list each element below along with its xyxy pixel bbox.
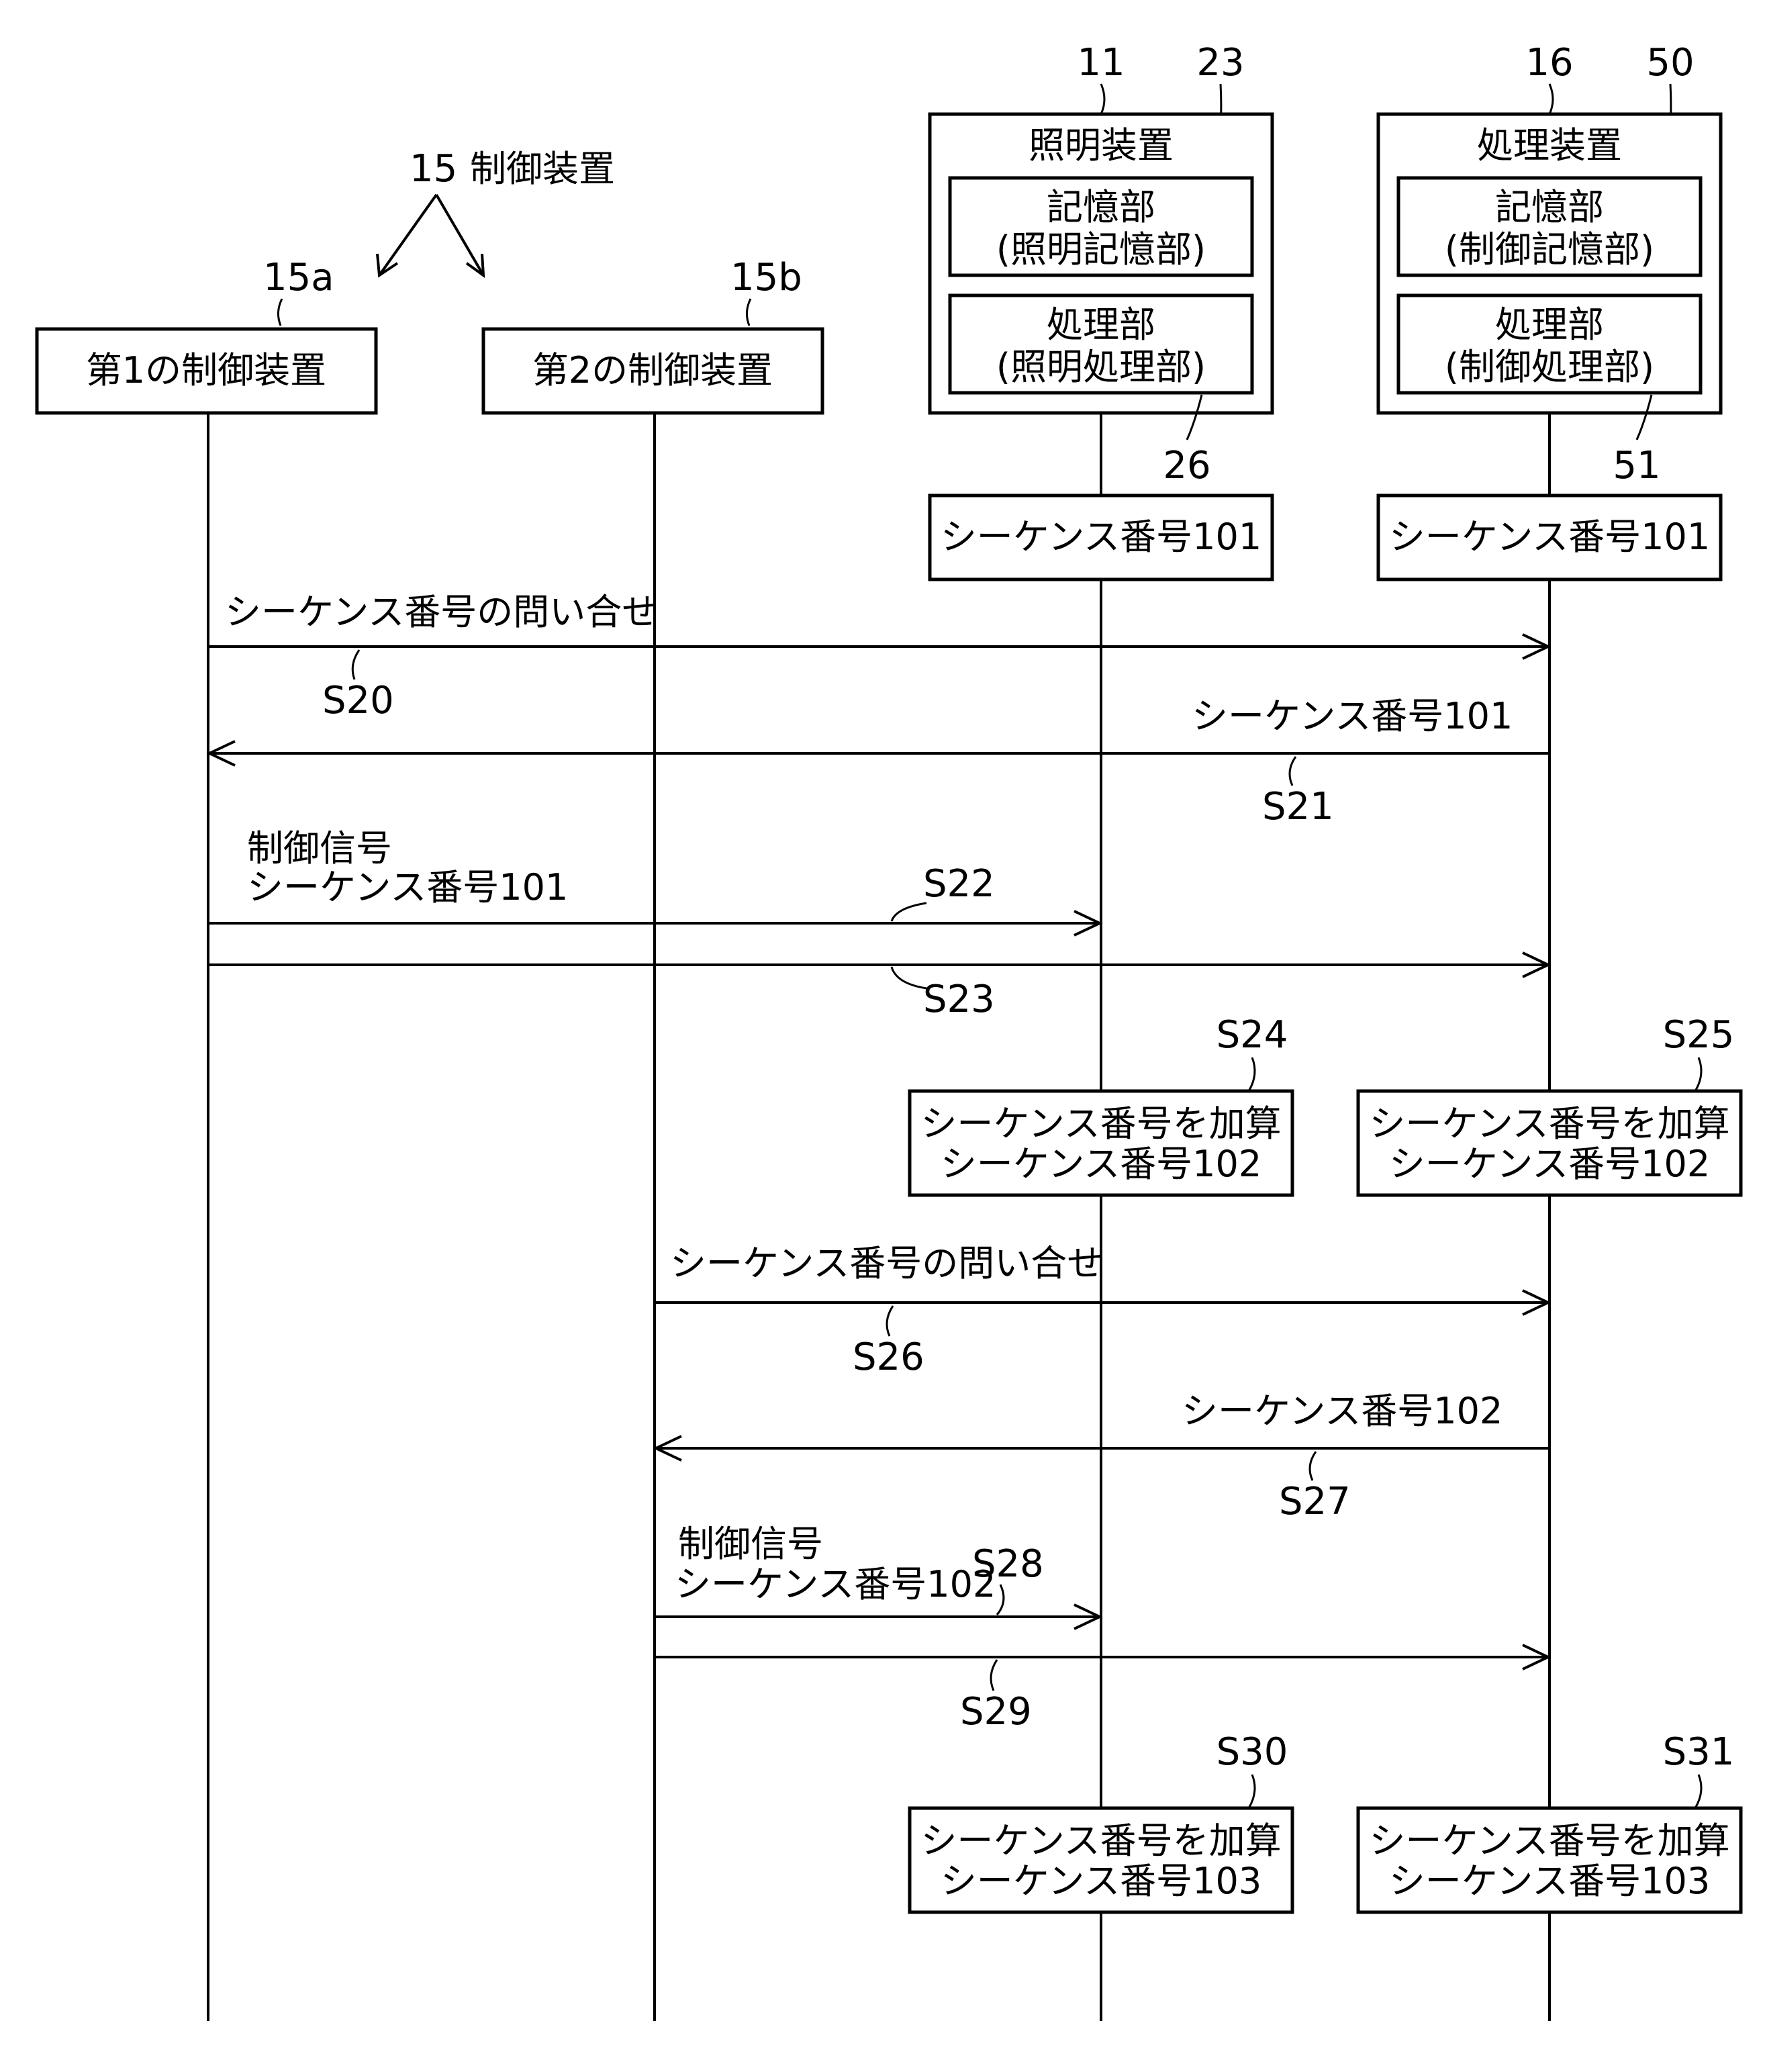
state-update-s25-line2: シーケンス番号102 bbox=[1389, 1143, 1710, 1185]
processing-processor-line1: 処理部 bbox=[1495, 303, 1604, 346]
state-update-s25-line1: シーケンス番号を加算 bbox=[1369, 1102, 1729, 1145]
processing-processor-line2: (制御処理部) bbox=[1445, 346, 1654, 388]
state-update-s31-line1: シーケンス番号を加算 bbox=[1369, 1820, 1729, 1862]
lighting-device-label: 照明装置 bbox=[1029, 124, 1174, 167]
processing-device-ref: 16 bbox=[1525, 41, 1573, 85]
message-s20-label: シーケンス番号の問い合せ bbox=[225, 591, 658, 633]
message-s28-step: S28 bbox=[972, 1542, 1044, 1586]
processing-device-label: 処理装置 bbox=[1477, 124, 1622, 167]
message-s22-s23: 制御信号 シーケンス番号101 S22 S23 bbox=[208, 827, 1548, 1021]
group-split-arrow bbox=[377, 195, 483, 275]
processing-storage-ref: 50 bbox=[1646, 41, 1694, 85]
initial-state-lighting: シーケンス番号101 bbox=[930, 496, 1272, 579]
message-s26-step: S26 bbox=[853, 1335, 924, 1379]
first-controller-label: 第1の制御装置 bbox=[86, 349, 326, 391]
message-s22-s23-line1: 制御信号 bbox=[247, 827, 392, 869]
message-s21-label: シーケンス番号101 bbox=[1192, 695, 1513, 737]
initial-state-processing: シーケンス番号101 bbox=[1378, 496, 1721, 579]
message-s22-s23-line2: シーケンス番号101 bbox=[247, 866, 568, 908]
second-controller-ref: 15b bbox=[730, 256, 802, 299]
message-s21-step: S21 bbox=[1262, 785, 1334, 829]
lighting-device-ref: 11 bbox=[1077, 41, 1125, 85]
message-s26-label: シーケンス番号の問い合せ bbox=[670, 1242, 1103, 1284]
state-update-s30-step: S30 bbox=[1217, 1730, 1288, 1774]
state-update-s25-step: S25 bbox=[1663, 1013, 1735, 1057]
controller-group-number: 15 bbox=[410, 147, 457, 191]
processing-processor-ref: 51 bbox=[1613, 444, 1660, 487]
second-controller-label: 第2の制御装置 bbox=[532, 349, 773, 391]
lighting-processor-ref: 26 bbox=[1163, 444, 1210, 487]
state-update-s24-step: S24 bbox=[1217, 1013, 1288, 1057]
first-controller-ref: 15a bbox=[263, 256, 334, 299]
controller-group-name: 制御装置 bbox=[470, 148, 615, 190]
lifelines bbox=[208, 413, 1549, 2021]
processing-storage-line2: (制御記憶部) bbox=[1445, 228, 1654, 271]
state-update-s30-line1: シーケンス番号を加算 bbox=[920, 1820, 1281, 1862]
second-controller: 15b 第2の制御装置 bbox=[483, 256, 822, 413]
first-controller: 15a 第1の制御装置 bbox=[37, 256, 376, 413]
message-s21: シーケンス番号101 S21 bbox=[209, 695, 1549, 829]
state-update-s31-line2: シーケンス番号103 bbox=[1389, 1860, 1710, 1902]
message-s23-step: S23 bbox=[923, 978, 995, 1021]
message-s27-step: S27 bbox=[1279, 1480, 1351, 1523]
state-update-s31-step: S31 bbox=[1663, 1730, 1735, 1774]
lighting-processor-line2: (照明処理部) bbox=[996, 346, 1206, 388]
lighting-storage-ref: 23 bbox=[1196, 41, 1244, 85]
message-s20-step: S20 bbox=[322, 679, 394, 722]
state-update-s24-line2: シーケンス番号102 bbox=[941, 1143, 1261, 1185]
processing-storage-line1: 記憶部 bbox=[1495, 186, 1604, 228]
lighting-processor-line1: 処理部 bbox=[1047, 303, 1155, 346]
state-update-s24-line1: シーケンス番号を加算 bbox=[920, 1102, 1281, 1145]
state-update-s30-line2: シーケンス番号103 bbox=[941, 1860, 1261, 1902]
initial-state-lighting-text: シーケンス番号101 bbox=[941, 516, 1261, 558]
message-s29-step: S29 bbox=[960, 1690, 1032, 1734]
controller-group: 15 制御装置 bbox=[377, 147, 615, 275]
message-s27: シーケンス番号102 S27 bbox=[656, 1390, 1549, 1523]
lighting-storage-line1: 記憶部 bbox=[1047, 186, 1155, 228]
message-s22-step: S22 bbox=[923, 862, 995, 906]
initial-state-processing-text: シーケンス番号101 bbox=[1389, 516, 1710, 558]
message-s28-s29-line1: 制御信号 bbox=[678, 1523, 823, 1565]
message-s27-label: シーケンス番号102 bbox=[1182, 1390, 1502, 1432]
lighting-storage-line2: (照明記憶部) bbox=[996, 228, 1206, 271]
message-s28-s29-line2: シーケンス番号102 bbox=[675, 1563, 996, 1605]
